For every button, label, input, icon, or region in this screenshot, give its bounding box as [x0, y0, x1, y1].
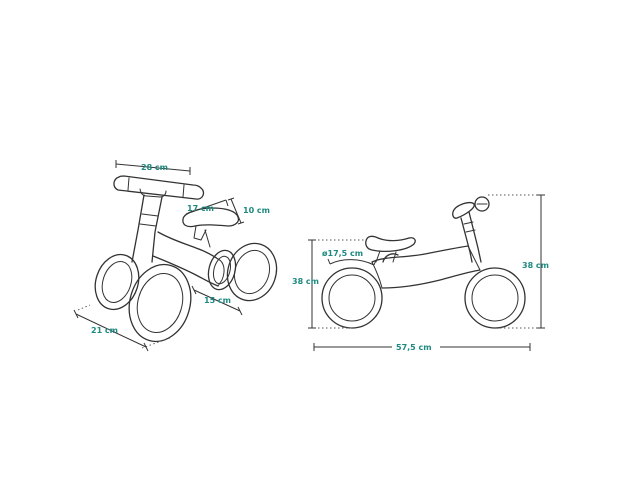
rear-wheel-left [207, 249, 237, 291]
frame-perspective [152, 231, 225, 287]
dim-wheel-diameter [327, 258, 377, 266]
front-wheel-side [464, 267, 526, 329]
dim-seat-length [185, 199, 229, 215]
label-wheel-diameter: ø17,5 cm [322, 249, 363, 258]
dim-rear-axle-width [191, 285, 243, 316]
side-view [308, 194, 545, 351]
dim-seat-width [227, 197, 245, 225]
dim-seat-height [308, 239, 366, 329]
front-wheel-left [94, 253, 140, 311]
frame-side [371, 245, 481, 289]
label-seat-width: 10 cm [243, 206, 270, 215]
perspective-view [73, 160, 278, 352]
label-handlebar-width: 28 cm [141, 163, 168, 172]
steering-column [131, 194, 163, 263]
bell [474, 196, 490, 212]
label-overall-length: 57,5 cm [396, 343, 432, 352]
dim-handlebar-width [115, 160, 191, 175]
label-overall-width: 21 cm [91, 326, 118, 335]
dimension-labels: 28 cm 17 cm 10 cm 15 cm 21 cm ø17,5 cm 3… [91, 163, 549, 352]
label-seat-height: 38 cm [292, 277, 319, 286]
label-rear-axle-width: 15 cm [204, 296, 231, 305]
front-wheel-right [128, 263, 192, 343]
handlebar-side [452, 201, 482, 263]
label-handlebar-height: 38 cm [522, 261, 549, 270]
handlebar-perspective [113, 175, 205, 200]
dim-handlebar-height [488, 194, 545, 329]
label-seat-length: 17 cm [187, 204, 214, 213]
seat-perspective [182, 207, 240, 248]
dim-overall-length [313, 343, 531, 351]
rear-wheel-side [321, 267, 383, 329]
dim-overall-width [73, 304, 171, 352]
